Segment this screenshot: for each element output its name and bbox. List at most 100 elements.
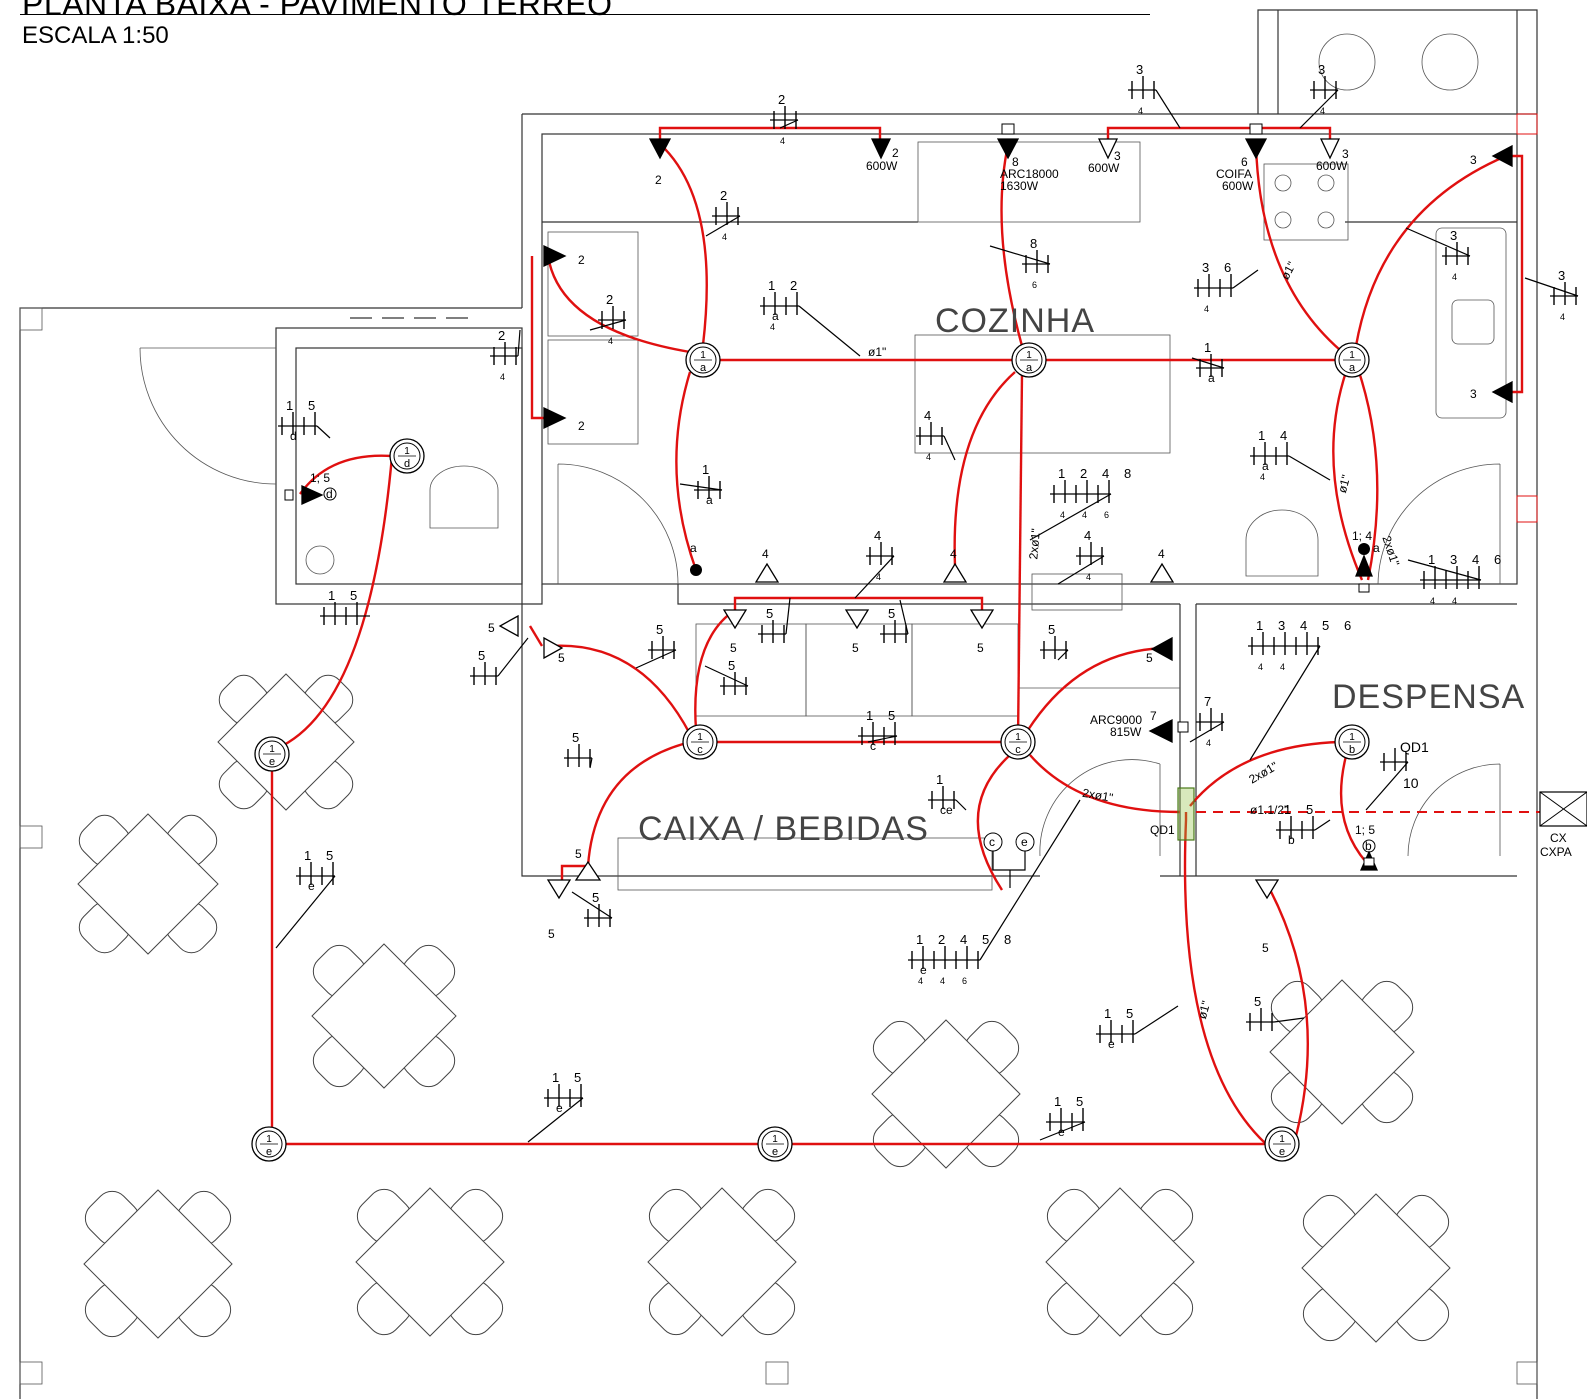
tick-circuit-label: 1 xyxy=(304,848,311,863)
wire-tick-group: 5 xyxy=(758,597,791,643)
socket-triangle[interactable] xyxy=(1149,562,1175,583)
socket-triangle[interactable] xyxy=(754,562,780,583)
table-top xyxy=(871,1019,1021,1169)
ceiling-light-l8[interactable]: 1e xyxy=(254,736,290,772)
room-label-pantry: DESPENSA xyxy=(1332,678,1525,716)
tick-command-label: e xyxy=(920,963,927,977)
tick-circuit-label: 5 xyxy=(350,588,357,603)
wire-tick-group: 5 xyxy=(880,599,909,643)
distribution-panel[interactable] xyxy=(1177,787,1195,841)
tick-circuit-label: 2 xyxy=(720,188,727,203)
ac-socket[interactable] xyxy=(1148,718,1173,744)
dining-table xyxy=(1045,1187,1195,1337)
wire-tick-group: 5 xyxy=(635,622,677,669)
socket-triangle[interactable] xyxy=(574,860,602,881)
tick-command-label: e xyxy=(556,1101,563,1115)
socket-circuit-label: 2 xyxy=(892,146,899,160)
socket-triangle[interactable] xyxy=(498,614,519,638)
wire-tick-group: 5 xyxy=(1246,994,1305,1031)
socket-triangle[interactable] xyxy=(969,609,995,630)
wire-tick-group: 74 xyxy=(1189,694,1225,748)
wire-tick-group: 5 xyxy=(571,890,613,927)
socket-triangle[interactable] xyxy=(1491,144,1513,168)
room-label-bar: CAIXA / BEBIDAS xyxy=(638,810,929,848)
socket-triangle[interactable] xyxy=(1319,138,1341,160)
socket-triangle[interactable] xyxy=(546,879,572,900)
tick-command-label: a xyxy=(772,309,779,323)
tick-phase-label: 4 xyxy=(780,136,785,146)
light-circuit: 1 xyxy=(266,1134,272,1145)
light-command: c xyxy=(1015,744,1021,756)
panel-label-right: QD1 xyxy=(1400,739,1429,755)
socket-triangle[interactable] xyxy=(1491,380,1513,404)
tick-command-label: a xyxy=(1208,371,1215,385)
ceiling-light-l10[interactable]: 1e xyxy=(757,1126,793,1162)
socket-triangle[interactable] xyxy=(996,138,1020,160)
tick-command-label: d xyxy=(290,429,297,443)
table-top xyxy=(647,1187,797,1337)
socket-triangle[interactable] xyxy=(1244,138,1268,160)
tick-circuit-label: 5 xyxy=(728,658,735,673)
walls xyxy=(19,9,1538,1399)
ceiling-light-l6[interactable]: 1c xyxy=(1000,724,1036,760)
table-top xyxy=(83,1189,233,1339)
socket-circuit-label: 3 xyxy=(1114,149,1121,163)
tick-phase-label: 4 xyxy=(1138,106,1143,116)
socket-label: 4 xyxy=(950,547,957,561)
junction-box-cx[interactable]: CX CXPA xyxy=(1539,791,1587,859)
light-circuit: 1 xyxy=(1349,732,1355,743)
socket-triangle[interactable] xyxy=(648,138,672,160)
socket-triangle[interactable] xyxy=(543,406,567,430)
socket-triangle[interactable] xyxy=(722,609,748,630)
switch-letter: e xyxy=(1021,835,1028,849)
light-circuit: 1 xyxy=(1279,1134,1285,1145)
main-conduit-label: ø1.1/2" xyxy=(1250,803,1288,817)
socket-power-label: 600W xyxy=(1088,161,1120,175)
ceiling-light-l1[interactable]: 1a xyxy=(685,342,721,378)
tick-circuit-label: 3 xyxy=(1450,228,1457,243)
tick-circuit-label: 5 xyxy=(574,1070,581,1085)
socket-triangle[interactable] xyxy=(543,244,567,268)
ceiling-light-l9[interactable]: 1e xyxy=(251,1126,287,1162)
dining-table xyxy=(647,1187,797,1337)
dining-table xyxy=(1301,1193,1451,1343)
tick-circuit-label: 5 xyxy=(478,648,485,663)
socket-triangle[interactable] xyxy=(1097,138,1119,160)
ceiling-light-l7[interactable]: 1b xyxy=(1334,724,1370,760)
socket-circuit-label: 8 xyxy=(1012,155,1019,169)
ceiling-light-l3[interactable]: 1a xyxy=(1334,342,1370,378)
ceiling-light-l5[interactable]: 1c xyxy=(682,724,718,760)
socket-triangle[interactable] xyxy=(1355,554,1373,577)
conduit-notes: ø1" ø1" ø1" 2xø1" 2xø1" 2xø1" 2xø1" ø1" … xyxy=(868,259,1419,1020)
socket-triangle[interactable] xyxy=(844,609,870,630)
switch-icon[interactable] xyxy=(1358,543,1370,555)
wire-tick-group: 24 xyxy=(490,328,521,382)
socket-label: 3 xyxy=(1470,387,1477,401)
tick-circuit-label: 1 xyxy=(1054,1094,1061,1109)
socket-triangle[interactable] xyxy=(543,636,564,660)
switch-icon[interactable] xyxy=(323,487,337,501)
socket-triangle[interactable] xyxy=(1254,879,1280,900)
light-command: a xyxy=(1026,362,1033,374)
switch-label: 1; 5 xyxy=(310,471,330,485)
circuit-wiring xyxy=(270,126,1550,1146)
tick-circuit-label: 5 xyxy=(982,932,989,947)
light-command: e xyxy=(1279,1146,1285,1158)
ceiling-light-l11[interactable]: 1e xyxy=(1264,1126,1300,1162)
light-circuit: 1 xyxy=(772,1134,778,1145)
tick-circuit-label: 5 xyxy=(1048,622,1055,637)
socket-triangle[interactable] xyxy=(942,562,968,583)
tick-circuit-label: 7 xyxy=(1204,694,1211,709)
ceiling-light-l2[interactable]: 1a xyxy=(1011,342,1047,378)
switch-icon[interactable] xyxy=(690,564,702,576)
socket-triangle[interactable] xyxy=(1150,636,1173,662)
ceiling-light-l4[interactable]: 1d xyxy=(389,438,425,474)
socket-triangle[interactable] xyxy=(870,138,892,160)
wire-tick-group: 44 xyxy=(1057,528,1105,585)
tick-phase-label: 4 xyxy=(1280,662,1285,672)
socket-label: 5 xyxy=(1146,651,1153,665)
tick-phase-label: 6 xyxy=(1104,510,1109,520)
socket-triangle[interactable] xyxy=(301,484,324,506)
